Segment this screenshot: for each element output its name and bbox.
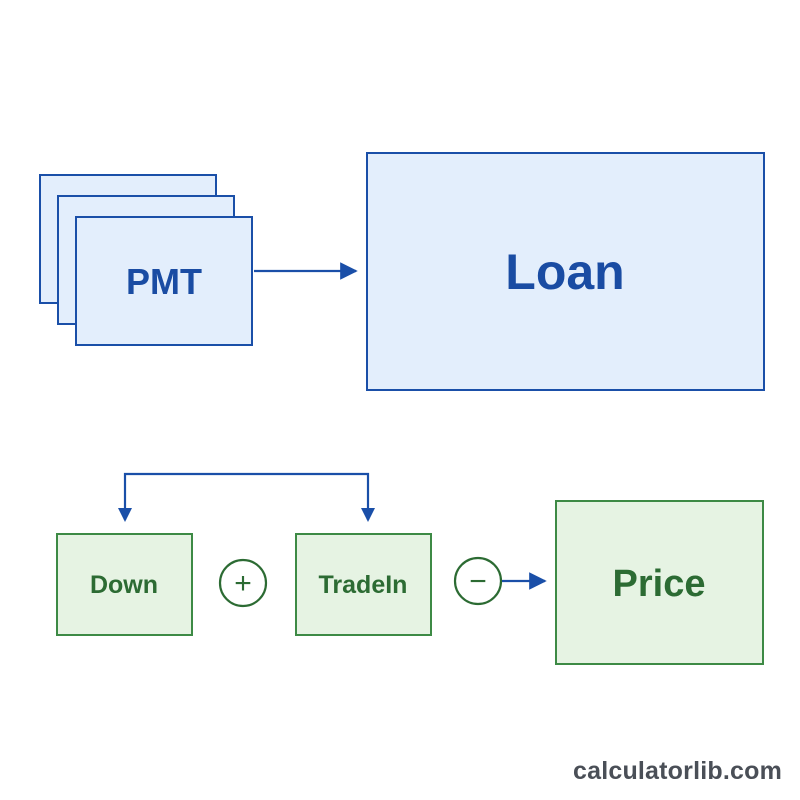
watermark: calculatorlib.com [572, 757, 782, 785]
minus-circle [453, 556, 503, 606]
loan-box [366, 152, 765, 391]
price-box [555, 500, 764, 665]
price-label: Price [613, 563, 706, 605]
minus-operator: − [453, 556, 503, 606]
down-label: Down [90, 571, 158, 599]
pmt-box-front [75, 216, 253, 346]
down-node: Down [56, 533, 193, 636]
bracket-connector [123, 472, 370, 520]
tradein-arrowhead [361, 508, 375, 522]
pmt-label: PMT [126, 261, 202, 302]
minus-symbol: − [469, 565, 487, 598]
down-arrowhead [118, 508, 132, 522]
tradein-box [295, 533, 432, 636]
plus-operator: + [218, 558, 268, 608]
plus-symbol: + [234, 567, 252, 600]
loan-label: Loan [505, 244, 624, 300]
plus-circle [218, 558, 268, 608]
down-box [56, 533, 193, 636]
price-node: Price [555, 500, 764, 665]
pmt-stack: PMT [39, 174, 253, 346]
loan-node: Loan [366, 152, 765, 391]
tradein-label: TradeIn [319, 571, 408, 599]
tradein-node: TradeIn [295, 533, 432, 636]
